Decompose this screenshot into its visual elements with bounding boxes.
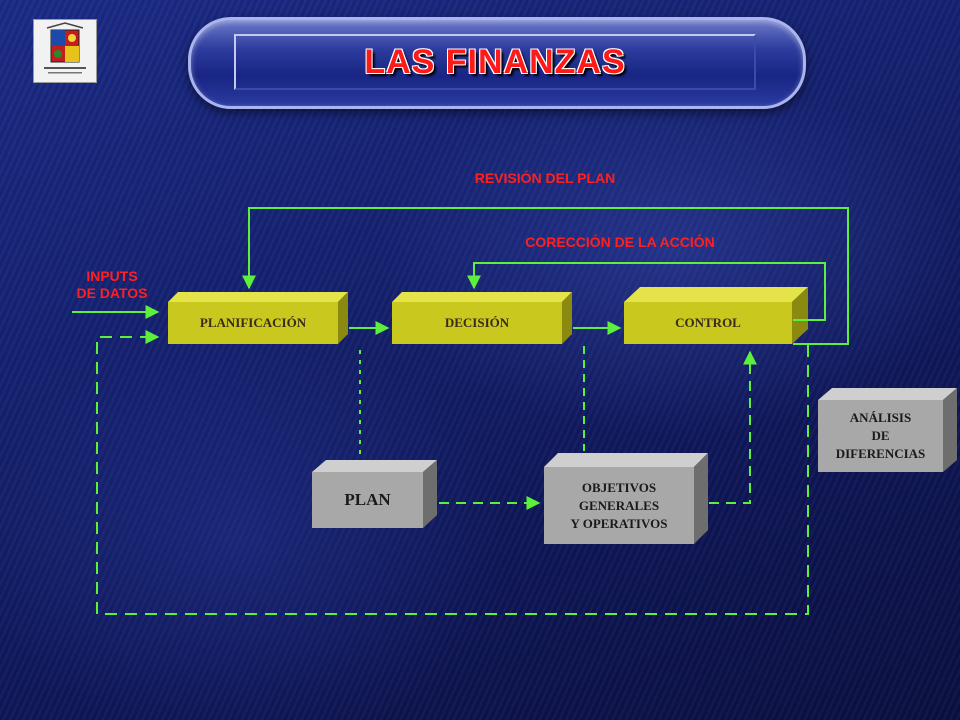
box-decision-shape <box>392 292 572 344</box>
box-analisis-label: ANÁLISIS DE DIFERENCIAS <box>818 400 943 472</box>
analisis-line2: DE <box>871 428 890 443</box>
analisis-line1: ANÁLISIS <box>849 410 912 425</box>
title-banner <box>188 17 806 109</box>
objetivos-line2: GENERALES <box>578 497 660 513</box>
box-objetivos-label: OBJETIVOS GENERALES Y OPERATIVOS <box>544 467 694 544</box>
box-analisis-shape <box>818 388 957 472</box>
box-control-shape <box>624 287 808 344</box>
revision-label: REVISIÓN DEL PLAN <box>474 170 616 186</box>
objetivos-line3: Y OPERATIVOS <box>570 515 668 531</box>
inputs-label: INPUTS DE DATOS <box>52 268 172 302</box>
institution-logo <box>33 19 97 83</box>
box-plan-shape <box>312 460 437 528</box>
correccion-loop-arrow <box>467 262 826 321</box>
inputs-label-line2: DE DATOS <box>76 285 148 301</box>
page-title: LAS FINANZAS <box>364 42 626 81</box>
box-planificacion-label: PLANIFICACIÓN <box>199 315 307 330</box>
box-planificacion-shape <box>168 292 348 344</box>
inputs-label-line1: INPUTS <box>86 268 138 284</box>
box-objetivos-shape <box>544 453 708 544</box>
revision-loop-arrow <box>242 207 849 345</box>
analisis-line3: DIFERENCIAS <box>835 446 926 461</box>
title-frame <box>234 34 756 90</box>
feedback-loop-dashed-arrow <box>96 330 809 615</box>
box-decision-label: DECISIÓN <box>444 315 510 330</box>
box-plan-label: PLAN <box>344 490 391 509</box>
correccion-label: CORECCIÓN DE LA ACCIÓN <box>525 234 715 250</box>
box-control-label: CONTROL <box>675 315 741 330</box>
objetivos-line1: OBJETIVOS <box>581 479 657 495</box>
objetivos-to-control-dashed-arrow <box>709 350 757 504</box>
